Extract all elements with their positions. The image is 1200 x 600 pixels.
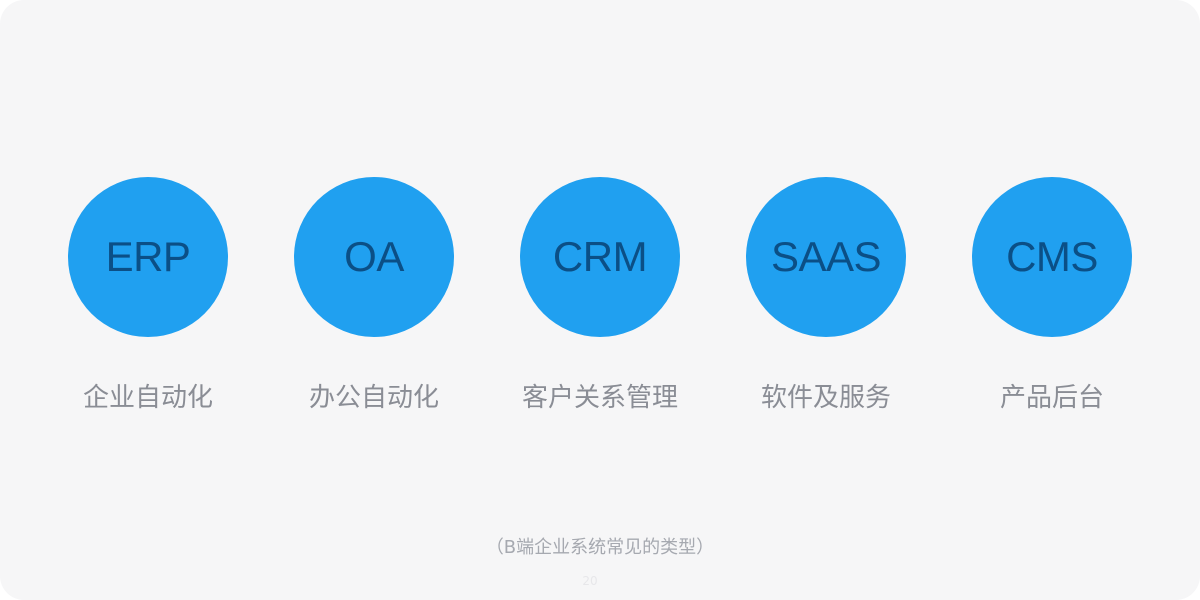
figure-caption: （B端企业系统常见的类型） xyxy=(485,537,715,558)
system-abbr: SAAS xyxy=(770,233,882,280)
system-label: 办公自动化 xyxy=(308,383,439,413)
system-circle: CMS xyxy=(972,177,1132,337)
system-label: 产品后台 xyxy=(999,383,1104,413)
system-circle: ERP xyxy=(68,177,228,337)
system-item-saas: SAAS 软件及服务 xyxy=(726,177,926,414)
system-label: 软件及服务 xyxy=(760,383,891,413)
system-item-erp: ERP 企业自动化 xyxy=(48,177,248,414)
system-abbr: CMS xyxy=(1006,233,1098,280)
system-circle: SAAS xyxy=(746,177,906,337)
system-item-crm: CRM 客户关系管理 xyxy=(500,177,700,414)
system-abbr: OA xyxy=(344,233,404,280)
system-abbr: CRM xyxy=(552,233,648,280)
system-label: 企业自动化 xyxy=(82,383,213,413)
watermark: 20 xyxy=(582,574,598,588)
system-circle: OA xyxy=(294,177,454,337)
system-circle: CRM xyxy=(520,177,680,337)
system-item-oa: OA 办公自动化 xyxy=(274,177,474,414)
system-abbr: ERP xyxy=(105,233,191,280)
system-item-cms: CMS 产品后台 xyxy=(952,177,1152,414)
system-label: 客户关系管理 xyxy=(521,383,678,413)
